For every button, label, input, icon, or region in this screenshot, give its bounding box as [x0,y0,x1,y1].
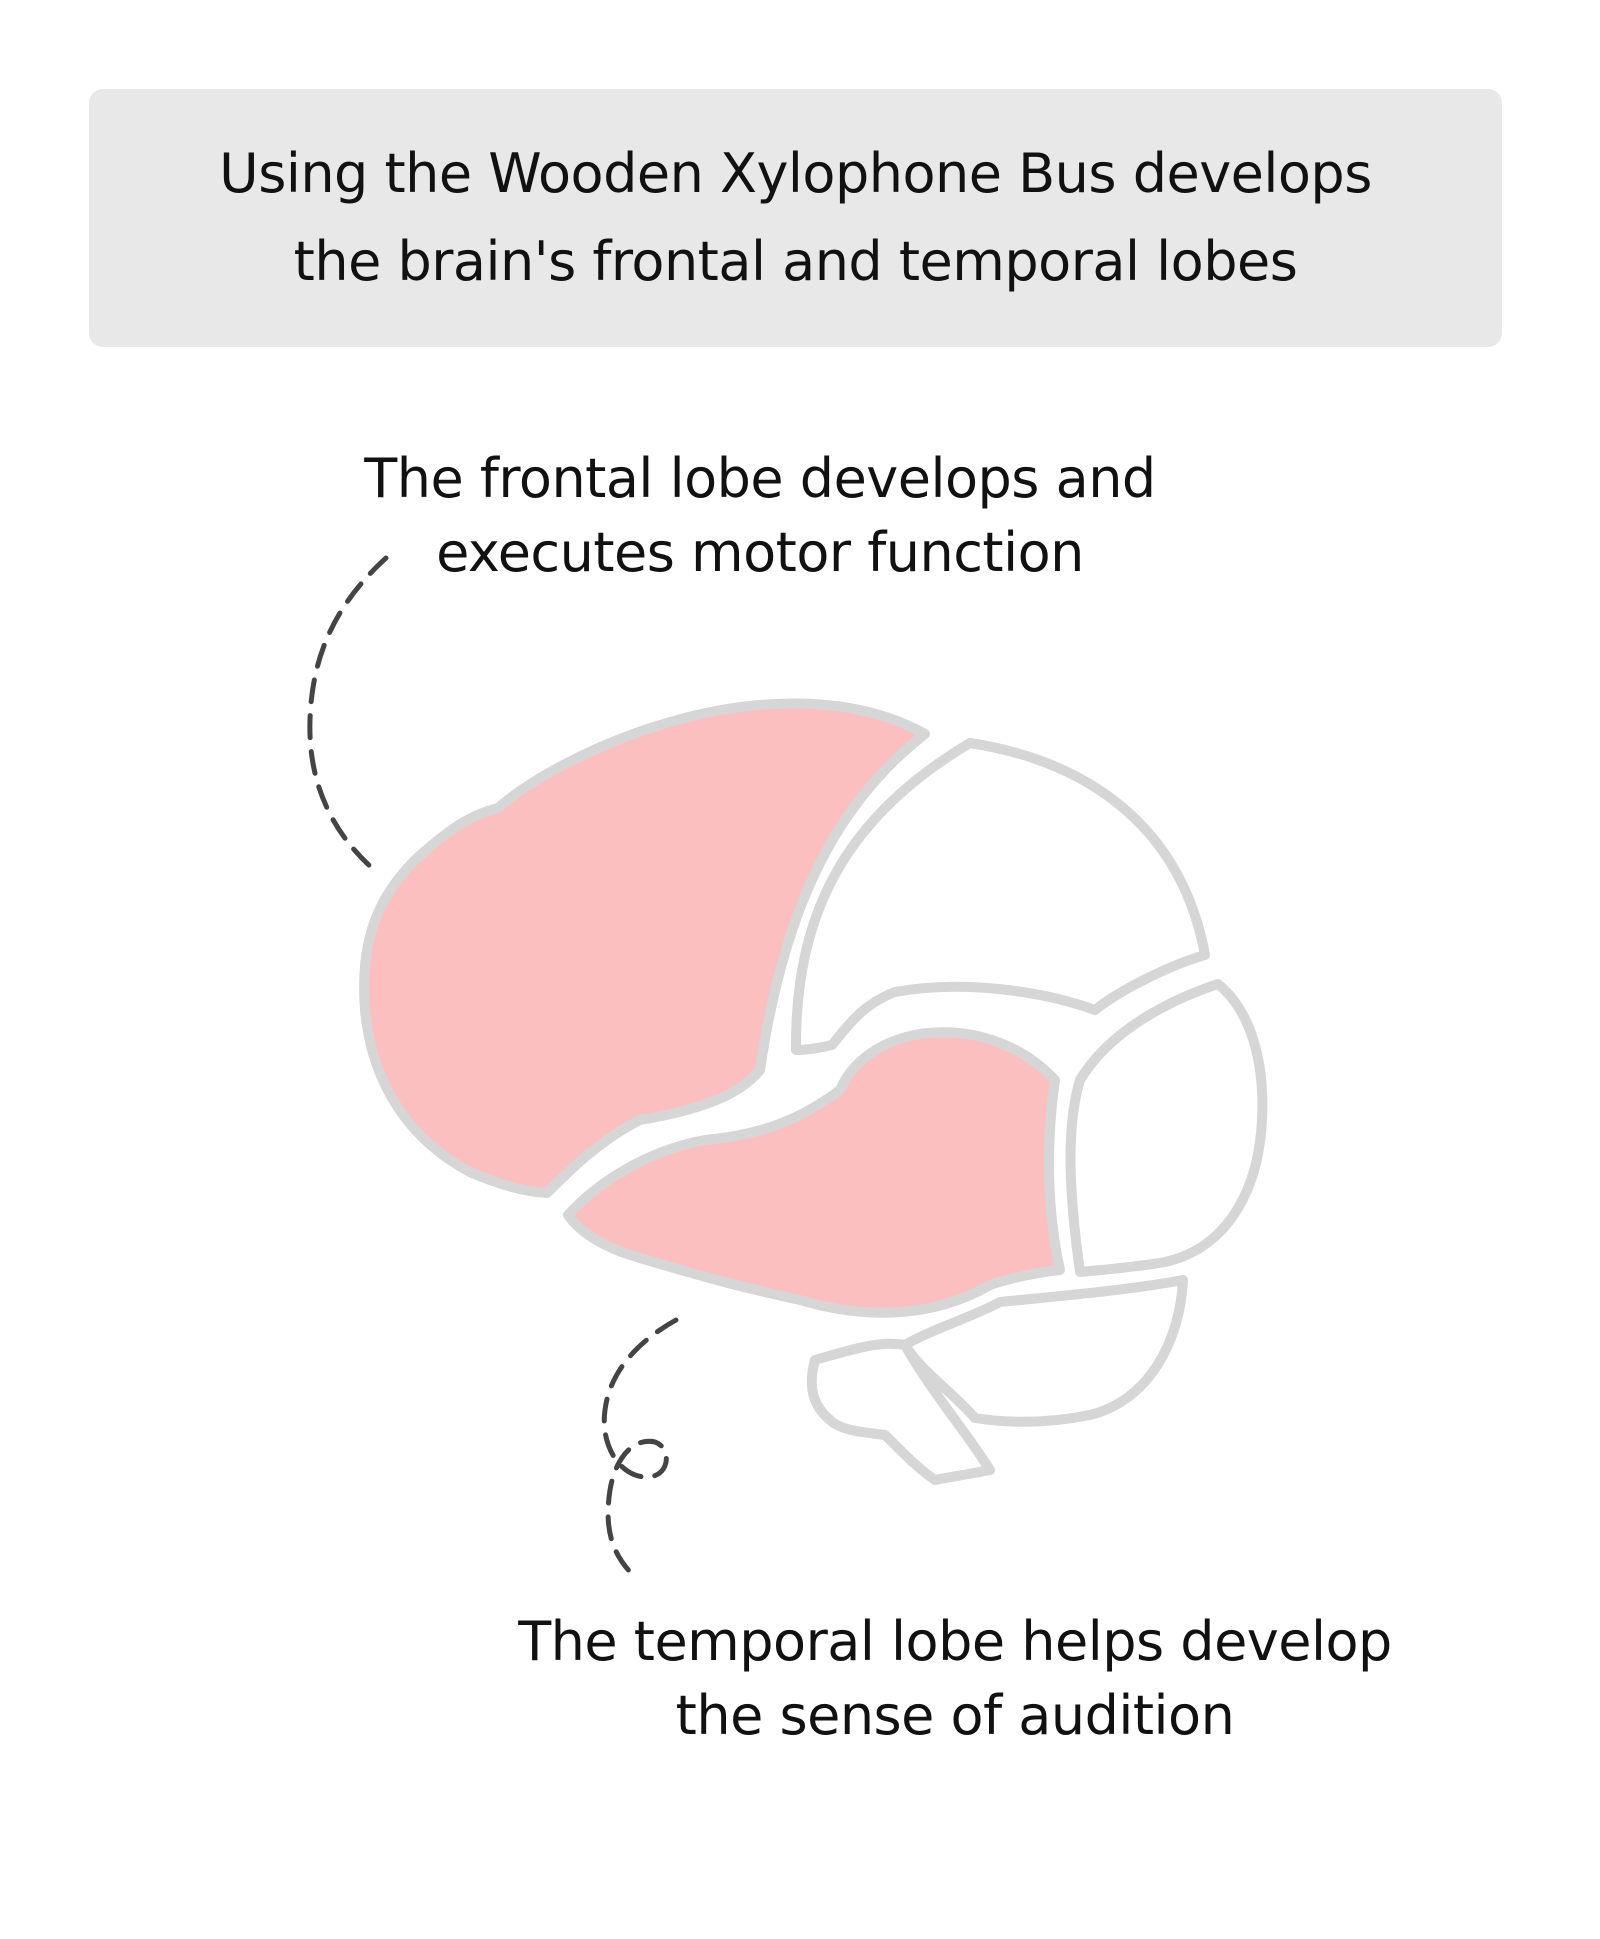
temporal-leader-line [601,1317,679,1581]
temporal-callout-line-1: The temporal lobe helps develop [518,1610,1392,1673]
frontal-lobe-callout: The frontal lobe develops and executes m… [280,442,1240,590]
frontal-lobe [359,698,930,1198]
temporal-lobe [563,1027,1065,1318]
temporal-lobe-callout: The temporal lobe helps develop the sens… [430,1605,1480,1753]
title-line-2: the brain's frontal and temporal lobes [293,230,1298,293]
frontal-callout-line-2: executes motor function [436,521,1084,584]
occipital-lobe [1065,979,1268,1277]
temporal-callout-line-2: the sense of audition [675,1684,1235,1747]
title-banner: Using the Wooden Xylophone Bus develops … [89,89,1502,347]
parietal-lobe [790,738,1210,1055]
cerebellum [900,1275,1188,1427]
title-line-1: Using the Wooden Xylophone Bus develops [219,142,1372,205]
frontal-callout-line-1: The frontal lobe develops and [364,447,1156,510]
frontal-leader-line [307,555,389,871]
brain-stem [806,1338,995,1485]
